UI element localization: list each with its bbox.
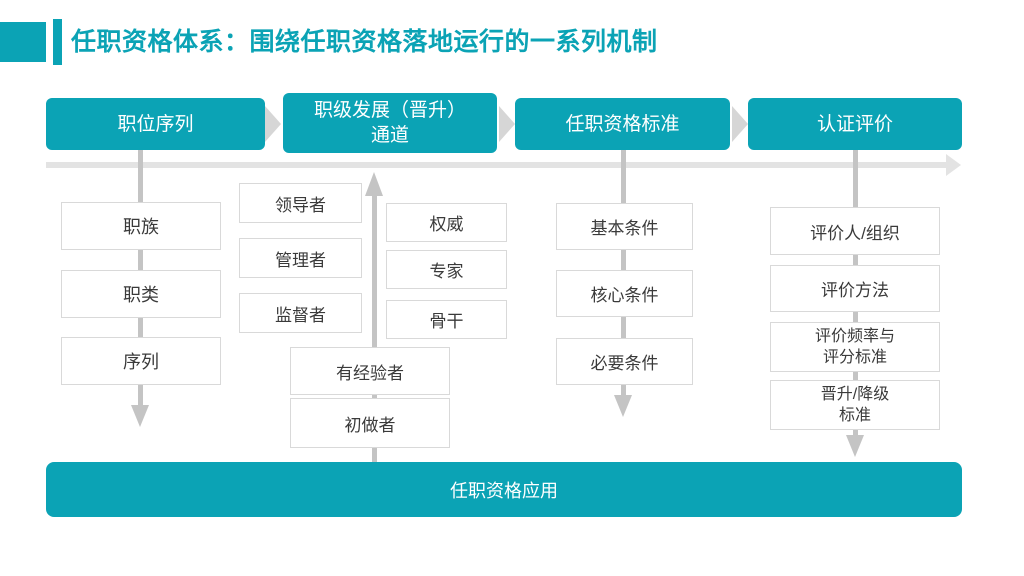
- node-job-family: 职族: [61, 202, 221, 250]
- connector-line: [372, 196, 377, 462]
- node-expert: 专家: [386, 250, 507, 289]
- node-job-class: 职类: [61, 270, 221, 318]
- node-promotion-demotion-standard: 晋升/降级 标准: [770, 380, 940, 430]
- flow-arrow-right-icon: [946, 154, 961, 176]
- node-necessary-condition: 必要条件: [556, 338, 693, 385]
- chevron-right-icon: [732, 106, 748, 142]
- flow-arrow-down-icon: [131, 405, 149, 427]
- stage-certification-evaluation: 认证评价: [748, 98, 962, 150]
- chevron-right-icon: [499, 106, 515, 142]
- flow-arrow-up-icon: [365, 172, 383, 196]
- node-authority: 权威: [386, 203, 507, 242]
- node-experienced: 有经验者: [290, 347, 450, 395]
- node-leader: 领导者: [239, 183, 362, 223]
- node-evaluator-organization: 评价人/组织: [770, 207, 940, 255]
- chevron-right-icon: [265, 106, 281, 142]
- page-title: 任职资格体系：围绕任职资格落地运行的一系列机制: [71, 28, 658, 56]
- node-sequence: 序列: [61, 337, 221, 385]
- stage-promotion-channel: 职级发展（晋升） 通道: [283, 93, 497, 153]
- node-evaluation-method: 评价方法: [770, 265, 940, 312]
- node-manager: 管理者: [239, 238, 362, 278]
- accent-square-decoration: [0, 22, 46, 62]
- node-evaluation-frequency-scoring: 评价频率与 评分标准: [770, 322, 940, 372]
- node-core-condition: 核心条件: [556, 270, 693, 317]
- flow-arrow-down-icon: [846, 435, 864, 457]
- accent-bar-decoration: [53, 19, 62, 65]
- timeline-line: [46, 162, 946, 168]
- node-basic-condition: 基本条件: [556, 203, 693, 250]
- node-beginner: 初做者: [290, 398, 450, 448]
- stage-qualification-standard: 任职资格标准: [515, 98, 730, 150]
- flow-arrow-down-icon: [614, 395, 632, 417]
- node-supervisor: 监督者: [239, 293, 362, 333]
- node-backbone: 骨干: [386, 300, 507, 339]
- application-bar: 任职资格应用: [46, 462, 962, 517]
- stage-position-sequence: 职位序列: [46, 98, 265, 150]
